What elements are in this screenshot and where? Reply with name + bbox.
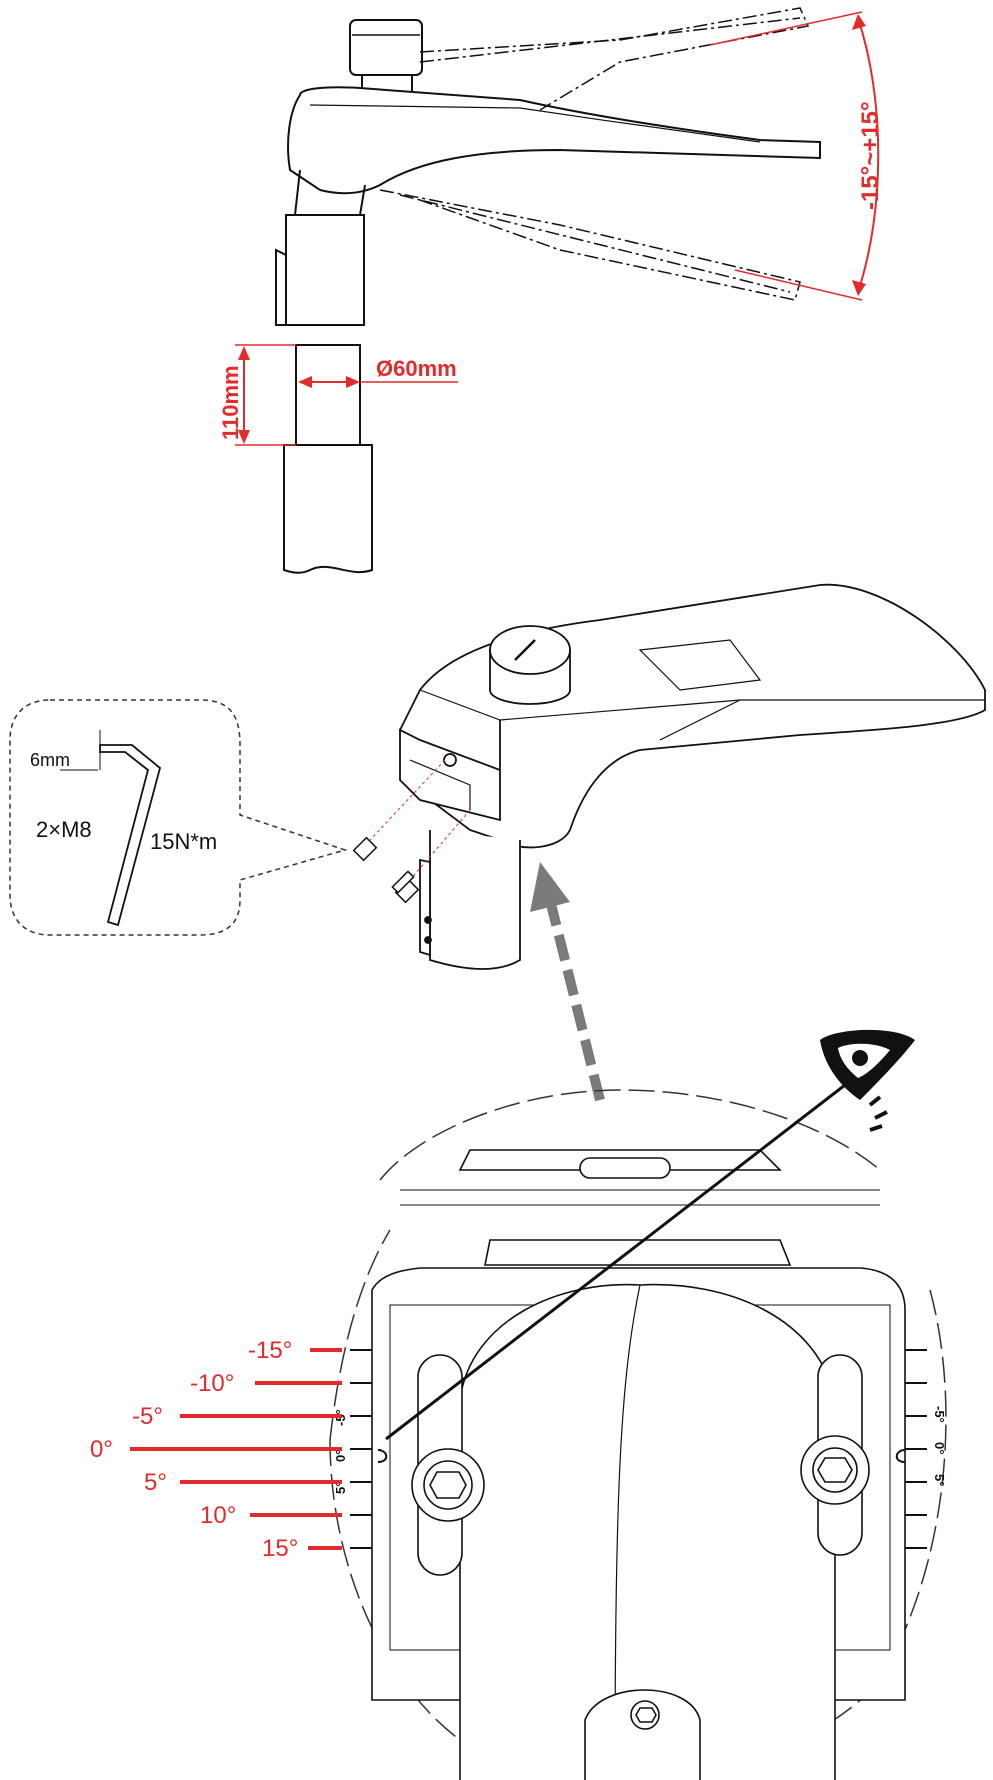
detail-view: -5° 0° 5° -5° 0° 5° -15° -10° -5° 0° 5° … (90, 1083, 947, 1780)
angle-label-0: 0° (90, 1436, 113, 1463)
side-view-luminaire (275, 7, 821, 326)
angle-label-5: 5° (144, 1469, 167, 1496)
angle-label-minus5: -5° (132, 1403, 163, 1430)
hex-key-callout: 6mm 2×M8 15N*m (9, 699, 348, 936)
angle-label-10: 10° (200, 1502, 236, 1529)
isometric-luminaire (399, 583, 986, 970)
hex-key-size-label: 6mm (30, 750, 70, 770)
eye-icon (820, 1029, 915, 1132)
bolts (352, 759, 471, 904)
tilt-range-label: -15°~+15° (857, 101, 884, 210)
spigot-pole (283, 344, 373, 574)
engraved-minus5-right: -5° (932, 1406, 947, 1423)
torque-label: 15N*m (150, 829, 217, 854)
angle-scale-lines (130, 1348, 342, 1550)
tilt-range-dimension: -15°~+15° (709, 11, 884, 301)
angle-label-minus10: -10° (190, 1370, 234, 1397)
angle-scale-labels: -15° -10° -5° 0° 5° 10° 15° (90, 1337, 298, 1562)
engraved-0-right: 0° (932, 1442, 947, 1454)
engraved-5-right: 5° (932, 1474, 947, 1486)
spigot-diameter-label: Ø60mm (376, 356, 457, 381)
angle-label-minus15: -15° (248, 1337, 292, 1364)
spigot-height-label: 110mm (218, 365, 243, 440)
angle-label-15: 15° (262, 1535, 298, 1562)
engraved-5-left: 5° (333, 1482, 348, 1494)
view-direction-arrow (530, 862, 605, 1102)
spigot-dimensions: 110mm Ø60mm (218, 344, 458, 446)
engraved-labels-right: -5° 0° 5° (932, 1406, 947, 1486)
bolt-spec-label: 2×M8 (36, 817, 92, 842)
engraved-labels-left: -5° 0° 5° (333, 1409, 348, 1494)
engraved-0-left: 0° (333, 1450, 348, 1462)
